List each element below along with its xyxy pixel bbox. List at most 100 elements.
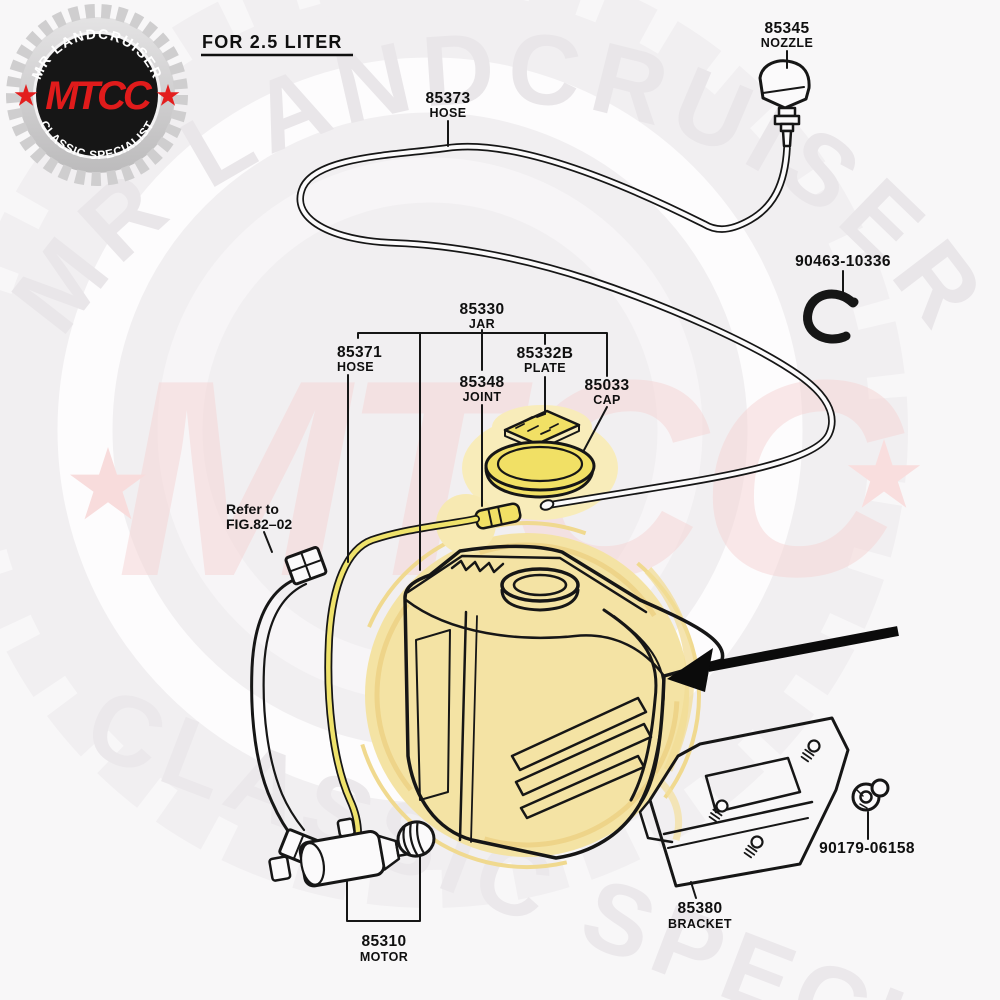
label-85380-number: 85380 [677,900,722,917]
nut-flange [870,778,890,798]
nozzle-tip [781,129,793,148]
clamp-part [803,289,859,344]
label-85310-name: MOTOR [360,950,408,964]
jar-neck-base [500,588,580,612]
clamp-end-1 [849,297,859,307]
badge-black-disc [36,34,158,156]
bracket-screw-2 [708,799,729,823]
jar-rib-strip-1 [510,696,648,772]
title-text: FOR 2.5 LITER [202,32,343,52]
bracket-part [638,716,850,888]
jar-neck-outer [500,567,580,603]
label-85033-number: 85033 [584,377,629,394]
cap-part [484,440,596,499]
cap-top-inner [496,445,584,483]
watermark-star-left [70,447,146,520]
hose-85373-core [298,144,834,507]
nut-hole [859,790,873,804]
label-90179-number: 90179-06158 [819,840,915,857]
part-labels: 85345 NOZZLE 85373 HOSE 90463-10336 8533… [226,20,915,964]
label-90463-number: 90463-10336 [795,253,891,270]
leader-85033 [582,406,608,453]
leader-85380 [690,881,697,899]
jar-crease-2 [470,615,478,843]
hose-85371-part [324,515,480,838]
wire-line-1 [250,576,300,844]
joint-bands [487,505,503,528]
bracket-tab [638,798,674,844]
pointer-arrow [667,626,899,692]
bracket-rib-2 [667,817,809,849]
brand-logo: MR LANDCRUISER CLASSIC SPECIALIST MTCC [6,4,188,186]
label-85345-name: NOZZLE [761,36,813,50]
plate-hatching [515,413,559,435]
clamp-end-2 [841,331,851,341]
label-85330-name: JAR [469,317,495,331]
jar-top-ribs [450,559,505,574]
hose-85373-part [296,142,836,511]
bracket-hole [704,756,802,814]
label-85033-name: CAP [593,393,621,407]
label-85371-number: 85371 [337,344,382,361]
motor-end-cap [299,842,326,886]
nut-hatch [856,789,868,809]
label-bracket-85330 [357,329,608,571]
leader-refer-note [263,531,273,553]
bracket-rib-1 [662,800,814,836]
label-85345-number: 85345 [764,20,809,37]
label-85348-number: 85348 [459,374,504,391]
label-85310-number: 85310 [361,933,406,950]
pointer-arrow-head [667,648,713,692]
hose-85373-open-end [539,499,555,511]
jar-rib-strip-2 [514,722,653,797]
jar-outline [403,544,725,860]
nozzle-hood [758,59,811,110]
jar-glow-ring [374,542,680,848]
nozzle-part [758,59,811,148]
motor-part [268,817,436,888]
cap-top [484,440,596,492]
refer-note-line2: FIG.82–02 [226,516,292,532]
motor-inlet [336,817,356,838]
jar-side-panel [415,629,451,801]
bracket-screw-3 [743,835,764,859]
jar-front-bevel [404,598,666,678]
watermark-star-right [847,439,921,508]
hose-85371-core [326,516,479,837]
label-bracket-85310 [346,855,421,922]
wire-line-2 [262,582,308,832]
refer-note-line1: Refer to [226,501,279,517]
jar-strap-line-2 [613,615,665,803]
leader-lines [263,50,869,922]
nozzle-hood-line [762,86,805,94]
badge-star-right [156,84,180,106]
jar-top-edge [406,554,648,614]
clamp-body [803,289,858,344]
badge-star-left [14,84,38,106]
motor-cone [377,834,401,871]
label-85371-name: HOSE [337,360,374,374]
jar-crease-1 [458,610,468,842]
jar-part [403,544,725,860]
label-85332b-name: PLATE [524,361,566,375]
pointer-arrow-shaft [707,626,899,672]
jar-neck-inner [512,573,568,597]
nozzle-stem-3 [779,122,795,133]
label-85373-number: 85373 [425,90,470,107]
label-85332b-number: 85332B [517,345,574,362]
jar-rib-strip-3 [519,754,646,820]
label-85380-name: BRACKET [668,917,732,931]
illustration-layer [250,59,890,888]
badge-center-logo-text: MTCC [45,74,153,118]
jar-strap-line-1 [602,608,658,802]
label-85373-name: HOSE [429,106,466,120]
glow-streak-right [644,566,695,772]
nut-part [851,778,890,812]
page-title: FOR 2.5 LITER [201,32,353,57]
label-85348-name: JOINT [463,390,502,404]
glow-streak-bottom [626,756,683,841]
wire-connector-top [284,546,328,586]
nozzle-stem-2 [773,114,801,126]
badge-gear-teeth [6,4,188,186]
